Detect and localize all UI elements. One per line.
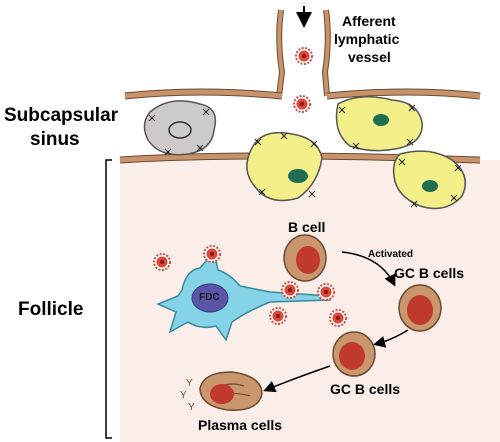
label-fdc: FDC [199, 292, 220, 303]
antigen-fdc-2 [203, 245, 221, 263]
label-follicle: Follicle [18, 299, 84, 320]
antigen-fdc-1 [153, 253, 171, 271]
antigen-fdc-5 [269, 307, 287, 325]
svg-text:Y: Y [188, 402, 195, 413]
yellow-macrophage-top [335, 96, 423, 152]
upper-membrane [124, 88, 481, 100]
arrow-activation [341, 251, 396, 287]
gc-b-cell-2 [332, 331, 376, 377]
fdc-cell [156, 250, 331, 342]
gc-b-cell-1 [398, 284, 442, 332]
label-b-cell: B cell [288, 219, 326, 235]
antigen-fdc-4 [317, 283, 335, 301]
plasma-cell: Y Y Y [180, 371, 263, 413]
label-afferent-3: vessel [348, 49, 391, 65]
yellow-macrophage-center [246, 131, 323, 202]
label-gc-b-cells-2: GC B cells [330, 381, 401, 397]
antigen-fdc-3 [281, 281, 299, 299]
yellow-macrophage-right [392, 150, 467, 210]
svg-text:Y: Y [186, 378, 193, 389]
antigen-sinus [293, 95, 311, 113]
label-subcapsular-1: Subcapsular [4, 105, 119, 126]
grey-macrophage [143, 100, 217, 156]
label-activated: Activated [368, 249, 414, 260]
label-gc-b-cells-1: GC B cells [394, 265, 465, 281]
arrow-to-plasma [263, 365, 331, 393]
label-afferent-2: lymphatic [334, 31, 400, 47]
follicle-bracket [105, 159, 112, 439]
lymphatic-vessel [276, 6, 331, 97]
label-plasma-cells: Plasma cells [198, 417, 283, 433]
antigen-vessel [295, 47, 313, 65]
antigen-fdc-6 [329, 309, 347, 327]
label-afferent-1: Afferent [342, 13, 396, 29]
label-subcapsular-2: sinus [30, 129, 80, 150]
arrow-gc1-gc2 [373, 329, 409, 348]
svg-text:Y: Y [180, 390, 187, 401]
b-cell [283, 234, 327, 282]
